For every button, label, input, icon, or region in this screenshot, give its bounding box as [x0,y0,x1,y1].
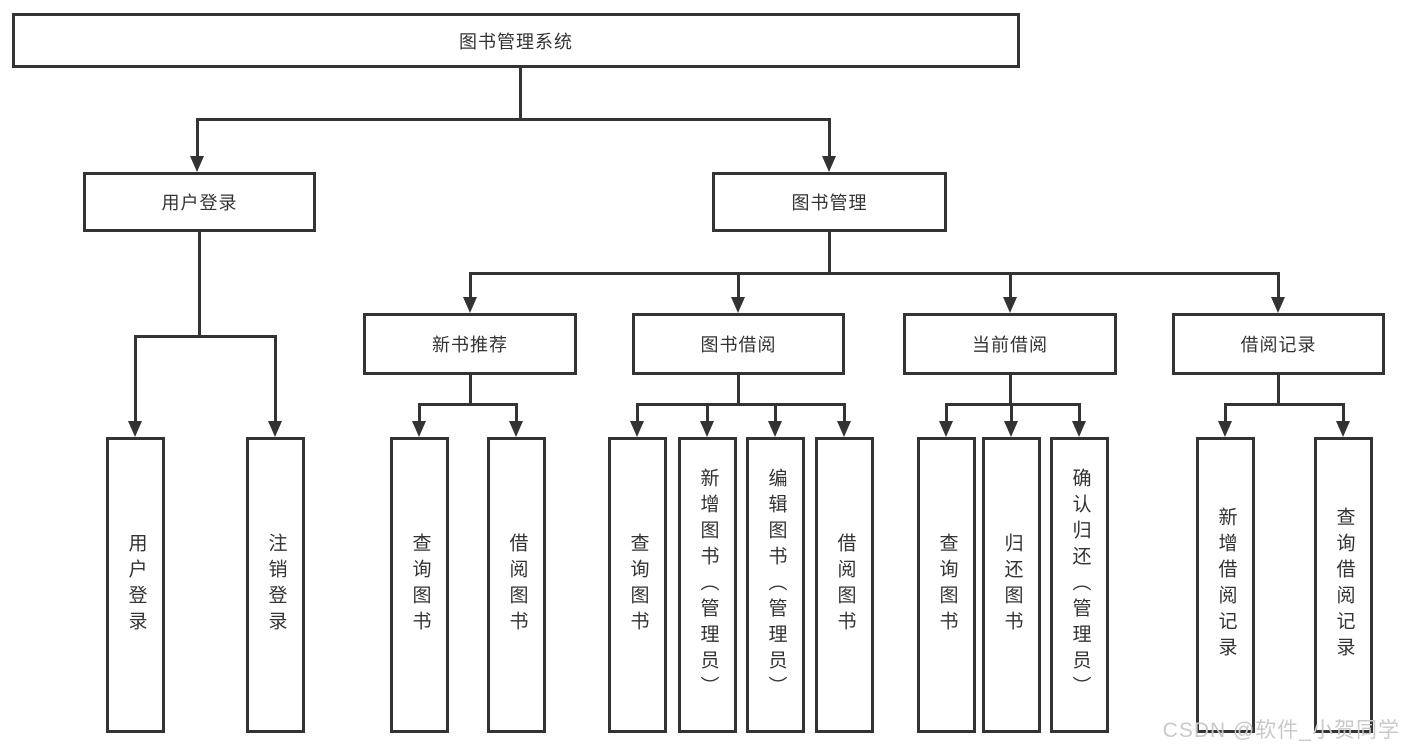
arrow-down-icon [1218,421,1232,437]
arrow-down-icon [128,421,142,437]
arrow-down-icon [700,421,714,437]
connector-drop-current-borrow [1009,272,1012,297]
connector-book-borrow-split [636,403,846,406]
connector-drop-borrow-records [1277,272,1280,297]
arrow-down-icon [1072,421,1086,437]
node-leaf-return-book: 归还图书 [982,437,1041,733]
node-current-borrowing-label: 当前借阅 [972,335,1048,355]
connector-drop-book-mgmt [828,118,831,156]
node-leaf-query-borrow-record: 查询借阅记录 [1314,437,1373,733]
arrow-down-icon [268,421,282,437]
connector-drop-leaf [774,403,777,421]
node-new-book-recommend-label: 新书推荐 [432,335,508,355]
node-leaf-query-book-recommend: 查询图书 [390,437,449,733]
arrow-down-icon [190,156,204,172]
arrow-down-icon [1336,421,1350,437]
connector-book-mgmt-split [469,272,1280,275]
node-book-management: 图书管理 [712,172,947,232]
arrow-down-icon [1004,421,1018,437]
connector-new-book-split [418,403,518,406]
node-leaf-query-book-borrowing: 查询图书 [608,437,667,733]
node-leaf-confirm-return-admin: 确认归还（管理员） [1050,437,1109,733]
connector-current-borrow-split [945,403,1081,406]
connector-drop-leaf [636,403,639,421]
node-root-label: 图书管理系统 [459,31,573,52]
arrow-down-icon [822,156,836,172]
arrow-down-icon [509,421,523,437]
connector-new-book-drop [469,375,472,403]
connector-drop-leaf [843,403,846,421]
arrow-down-icon [412,421,426,437]
watermark: CSDN @软件_小贺同学 [1162,719,1400,742]
node-leaf-query-book-current: 查询图书 [917,437,976,733]
connector-drop-logout-leaf [274,335,277,421]
node-borrowing-records: 借阅记录 [1172,313,1385,375]
connector-current-borrow-drop [1009,375,1012,403]
arrow-down-icon [463,297,477,313]
node-user-login: 用户登录 [83,172,316,232]
arrow-down-icon [768,421,782,437]
node-leaf-edit-book-admin: 编辑图书（管理员） [746,437,805,733]
connector-borrow-records-split [1224,403,1345,406]
connector-drop-leaf [1224,403,1227,421]
node-new-book-recommend: 新书推荐 [363,313,577,375]
connector-drop-leaf [515,403,518,421]
node-leaf-borrow-book: 借阅图书 [815,437,874,733]
node-leaf-add-borrow-record: 新增借阅记录 [1196,437,1255,733]
arrow-down-icon [1003,297,1017,313]
connector-drop-new-book [469,272,472,297]
connector-root-split [196,118,831,121]
arrow-down-icon [630,421,644,437]
arrow-down-icon [1271,297,1285,313]
node-user-login-label: 用户登录 [161,193,238,213]
arrow-down-icon [837,421,851,437]
connector-root-drop [519,68,522,118]
connector-book-borrow-drop [737,375,740,403]
connector-drop-leaf [945,403,948,421]
connector-drop-user-login [196,118,199,156]
node-current-borrowing: 当前借阅 [903,313,1117,375]
connector-drop-leaf [1342,403,1345,421]
connector-user-login-split [134,335,277,338]
connector-drop-login-leaf [134,335,137,421]
node-root-system: 图书管理系统 [12,13,1020,68]
node-leaf-logout: 注销登录 [246,437,305,733]
connector-drop-leaf [706,403,709,421]
connector-user-login-drop [198,232,201,335]
arrow-down-icon [731,297,745,313]
node-leaf-add-book-admin: 新增图书（管理员） [678,437,737,733]
connector-drop-book-borrow [737,272,740,297]
connector-borrow-records-drop [1277,375,1280,403]
node-borrowing-records-label: 借阅记录 [1240,335,1317,355]
node-leaf-user-login: 用户登录 [106,437,165,733]
connector-drop-leaf [1078,403,1081,421]
node-leaf-borrow-book-recommend: 借阅图书 [487,437,546,733]
node-book-borrowing-label: 图书借阅 [700,335,777,355]
connector-book-mgmt-drop [828,232,831,272]
node-book-management-label: 图书管理 [791,193,868,213]
connector-drop-leaf [418,403,421,421]
arrow-down-icon [939,421,953,437]
node-book-borrowing: 图书借阅 [632,313,845,375]
connector-drop-leaf [1010,403,1013,421]
